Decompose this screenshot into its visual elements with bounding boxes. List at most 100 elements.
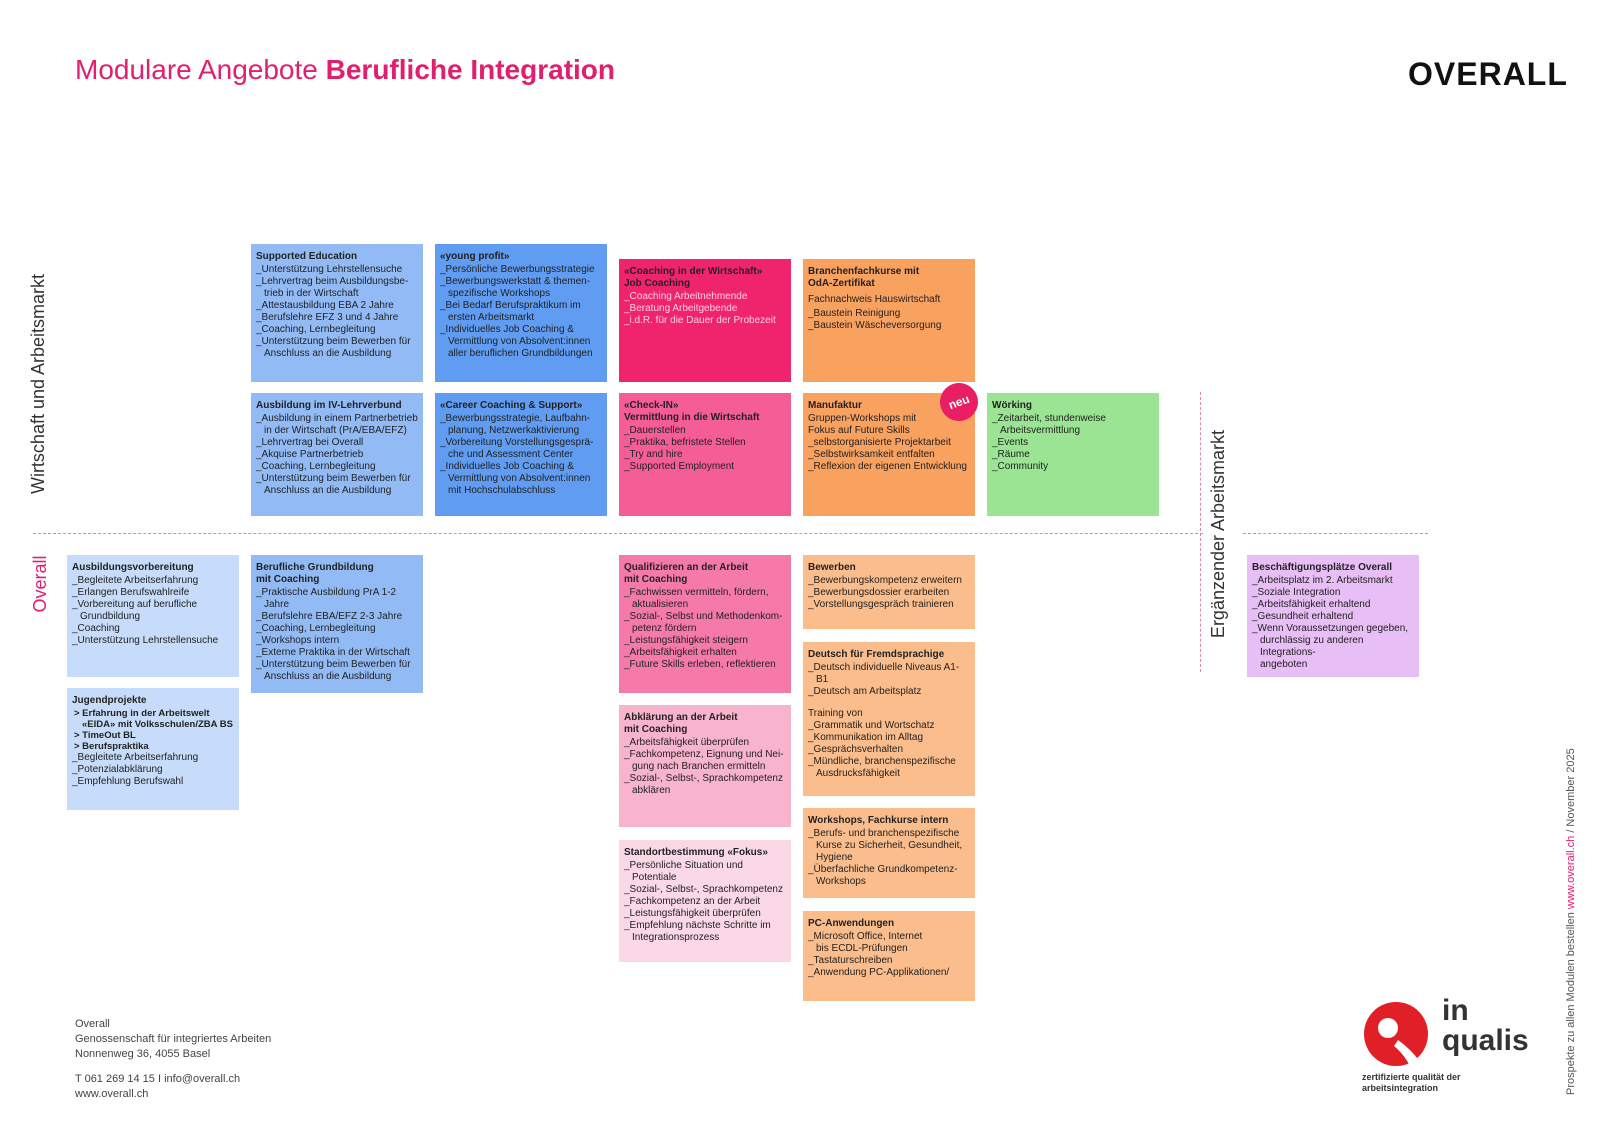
box-bewerben: Bewerben _Bewerbungskompetenz erweitern …	[803, 555, 975, 629]
box-ausbildungsvorbereitung: Ausbildungsvorbereitung _Begleitete Arbe…	[67, 555, 239, 677]
box-jugendprojekte: Jugendprojekte > Erfahrung in der Arbeit…	[67, 688, 239, 810]
box-item: _Leistungsfähigkeit überprüfen	[624, 908, 761, 919]
box-item: _Potenzialabklärung	[72, 764, 163, 775]
inqualis-word-in: in	[1442, 994, 1469, 1027]
side-note-text: Prospekte zu allen Modulen bestellen	[1565, 909, 1577, 1095]
box-item: _Deutsch am Arbeitsplatz	[808, 686, 922, 697]
box-lead: Training von	[808, 708, 863, 719]
box-item: _Wenn Voraussetzungen gegeben, durchläss…	[1252, 623, 1409, 670]
box-title: Qualifizieren an der Arbeit mit Coaching	[624, 562, 749, 585]
side-note-link[interactable]: www.overall.ch	[1565, 835, 1577, 910]
box-beschaeftigungsplaetze: Beschäftigungsplätze Overall _Arbeitspla…	[1247, 555, 1419, 677]
overall-logo: OVERALL	[1408, 56, 1568, 92]
box-item: _Praktische Ausbildung PrA 1-2 Jahre	[256, 587, 397, 610]
box-item: _Lehrvertrag beim Ausbildungsbe- trieb i…	[256, 276, 409, 299]
box-title: «Career Coaching & Support»	[440, 400, 583, 411]
box-title: PC-Anwendungen	[808, 918, 895, 929]
box-item: _Arbeitsfähigkeit überprüfen	[624, 737, 750, 748]
box-item: _Bewerbungsstrategie, Laufbahn- planung,…	[440, 413, 591, 436]
box-item: _Vorbereitung Vorstellungsgesprä- che un…	[440, 437, 594, 460]
box-subitem: > Berufspraktika	[74, 741, 149, 752]
box-item: _Coaching	[72, 623, 120, 634]
box-item: _Sozial-, Selbst-, Sprachkompetenz	[624, 884, 783, 895]
footer-contact: T 061 269 14 15 I info@overall.ch www.ov…	[75, 1073, 241, 1100]
box-item: _Erlangen Berufswahlreife	[72, 587, 190, 598]
box-item: _Selbstwirksamkeit entfalten	[808, 449, 935, 460]
box-title: Bewerben	[808, 562, 856, 573]
box-title: Ausbildung im IV-Lehrverbund	[256, 400, 402, 411]
box-item: _Berufslehre EFZ 3 und 4 Jahre	[256, 312, 399, 323]
box-title: Berufliche Grundbildung mit Coaching	[256, 562, 374, 585]
box-check-in: «Check-IN» Vermittlung in die Wirtschaft…	[619, 393, 791, 516]
box-grundbildung: Berufliche Grundbildung mit Coaching _Pr…	[251, 555, 423, 693]
box-item: _Bewerbungswerkstatt & themen- spezifisc…	[440, 276, 591, 299]
box-item: _Räume	[992, 449, 1030, 460]
box-item: _Future Skills erleben, reflektieren	[624, 659, 776, 670]
box-item: _Empfehlung Berufswahl	[72, 776, 184, 787]
box-item: _Vorstellungsgespräch trainieren	[808, 599, 954, 610]
box-item: _Persönliche Bewerbungsstrategie	[440, 264, 595, 275]
divider-vertical	[1200, 392, 1201, 672]
box-iv-lehrverbund: Ausbildung im IV-Lehrverbund _Ausbildung…	[251, 393, 423, 516]
box-item: _Sozial-, Selbst und Methodenkom- petenz…	[624, 611, 783, 634]
inqualis-mark-icon	[1364, 1002, 1428, 1066]
label-wirtschaft: Wirtschaft und Arbeitsmarkt	[28, 273, 48, 495]
box-qualifizieren: Qualifizieren an der Arbeit mit Coaching…	[619, 555, 791, 693]
box-item: _Reflexion der eigenen Entwicklung	[808, 461, 967, 472]
box-item: _Berufslehre EBA/EFZ 2-3 Jahre	[256, 611, 403, 622]
box-item: _Baustein Reinigung	[808, 308, 901, 319]
divider-horizontal	[33, 533, 1203, 534]
box-standortbestimmung: Standortbestimmung «Fokus» _Persönliche …	[619, 840, 791, 962]
title-light: Modulare Angebote	[75, 54, 318, 85]
box-title: «Coaching in der Wirtschaft» Job Coachin…	[624, 266, 763, 289]
box-title: Manufaktur	[808, 400, 862, 411]
box-title: Branchenfachkurse mit OdA-Zertifikat	[808, 266, 920, 289]
box-branchenfachkurse: Branchenfachkurse mit OdA-Zertifikat Fac…	[803, 259, 975, 382]
box-woerking: Wörking _Zeitarbeit, stundenweise Arbeit…	[987, 393, 1159, 516]
box-title: Workshops, Fachkurse intern	[808, 815, 949, 826]
box-item: _Bei Bedarf Berufspraktikum im ersten Ar…	[440, 300, 581, 323]
box-pc-anwendungen: PC-Anwendungen _Microsoft Office, Intern…	[803, 911, 975, 1001]
box-item: _Unterstützung Lehrstellensuche	[256, 264, 403, 275]
box-item: _Vorbereitung auf berufliche Grundbildun…	[72, 599, 198, 622]
footer-address: Overall Genossenschaft für integriertes …	[75, 1018, 272, 1060]
box-abklaerung: Abklärung an der Arbeit mit Coaching _Ar…	[619, 705, 791, 827]
label-ergaenzend: Ergänzender Arbeitsmarkt	[1208, 429, 1228, 639]
box-item: _Coaching, Lernbegleitung	[256, 461, 376, 472]
box-item: _Kommunikation im Alltag	[808, 732, 924, 743]
box-item: _Bewerbungsdossier erarbeiten	[808, 587, 950, 598]
box-item: _selbstorganisierte Projektarbeit	[808, 437, 951, 448]
box-young-profit: «young profit» _Persönliche Bewerbungsst…	[435, 244, 607, 382]
box-title: «Check-IN» Vermittlung in die Wirtschaft	[624, 400, 760, 423]
box-item: _Attestausbildung EBA 2 Jahre	[256, 300, 394, 311]
divider-horizontal-right	[1243, 533, 1428, 534]
box-workshops: Workshops, Fachkurse intern _Berufs- und…	[803, 808, 975, 898]
box-item: _Anwendung PC-Applikationen/	[808, 967, 950, 978]
box-title: Abklärung an der Arbeit mit Coaching	[624, 712, 738, 735]
box-item: _Individuelles Job Coaching & Vermittlun…	[440, 324, 593, 359]
box-item: _Tastaturschreiben	[808, 955, 893, 966]
box-item: _Gesundheit erhaltend	[1252, 611, 1354, 622]
box-subitem: > TimeOut BL	[74, 730, 136, 741]
box-item: _Arbeitsplatz im 2. Arbeitsmarkt	[1252, 575, 1393, 586]
box-lead: Gruppen-Workshops mit Fokus auf Future S…	[808, 413, 917, 436]
box-item: _Unterstützung beim Bewerben für Anschlu…	[256, 659, 411, 682]
box-item: _Try and hire	[624, 449, 683, 460]
box-item: _Akquise Partnerbetrieb	[256, 449, 364, 460]
box-item: _Unterstützung beim Bewerben für Anschlu…	[256, 336, 411, 359]
box-item: _Sozial-, Selbst-, Sprachkompetenz abklä…	[624, 773, 783, 796]
side-note-date: / November 2025	[1565, 748, 1577, 836]
inqualis-word-qualis: qualis	[1442, 1024, 1529, 1057]
box-item: _Baustein Wäscheversorgung	[808, 320, 942, 331]
side-note: Prospekte zu allen Modulen bestellen www…	[1565, 748, 1577, 1095]
box-title: Ausbildungsvorbereitung	[72, 562, 194, 573]
box-title: Standortbestimmung «Fokus»	[624, 847, 768, 858]
box-career-coaching: «Career Coaching & Support» _Bewerbungss…	[435, 393, 607, 516]
page-title: Modulare Angebote Berufliche Integration	[75, 54, 615, 86]
box-item: _Externe Praktika in der Wirtschaft	[256, 647, 410, 658]
box-item: _Soziale Integration	[1252, 587, 1341, 598]
box-item: _Events	[992, 437, 1029, 448]
box-item: _Coaching, Lernbegleitung	[256, 623, 376, 634]
box-item: _Supported Employment	[624, 461, 735, 472]
box-item: _Community	[992, 461, 1049, 472]
